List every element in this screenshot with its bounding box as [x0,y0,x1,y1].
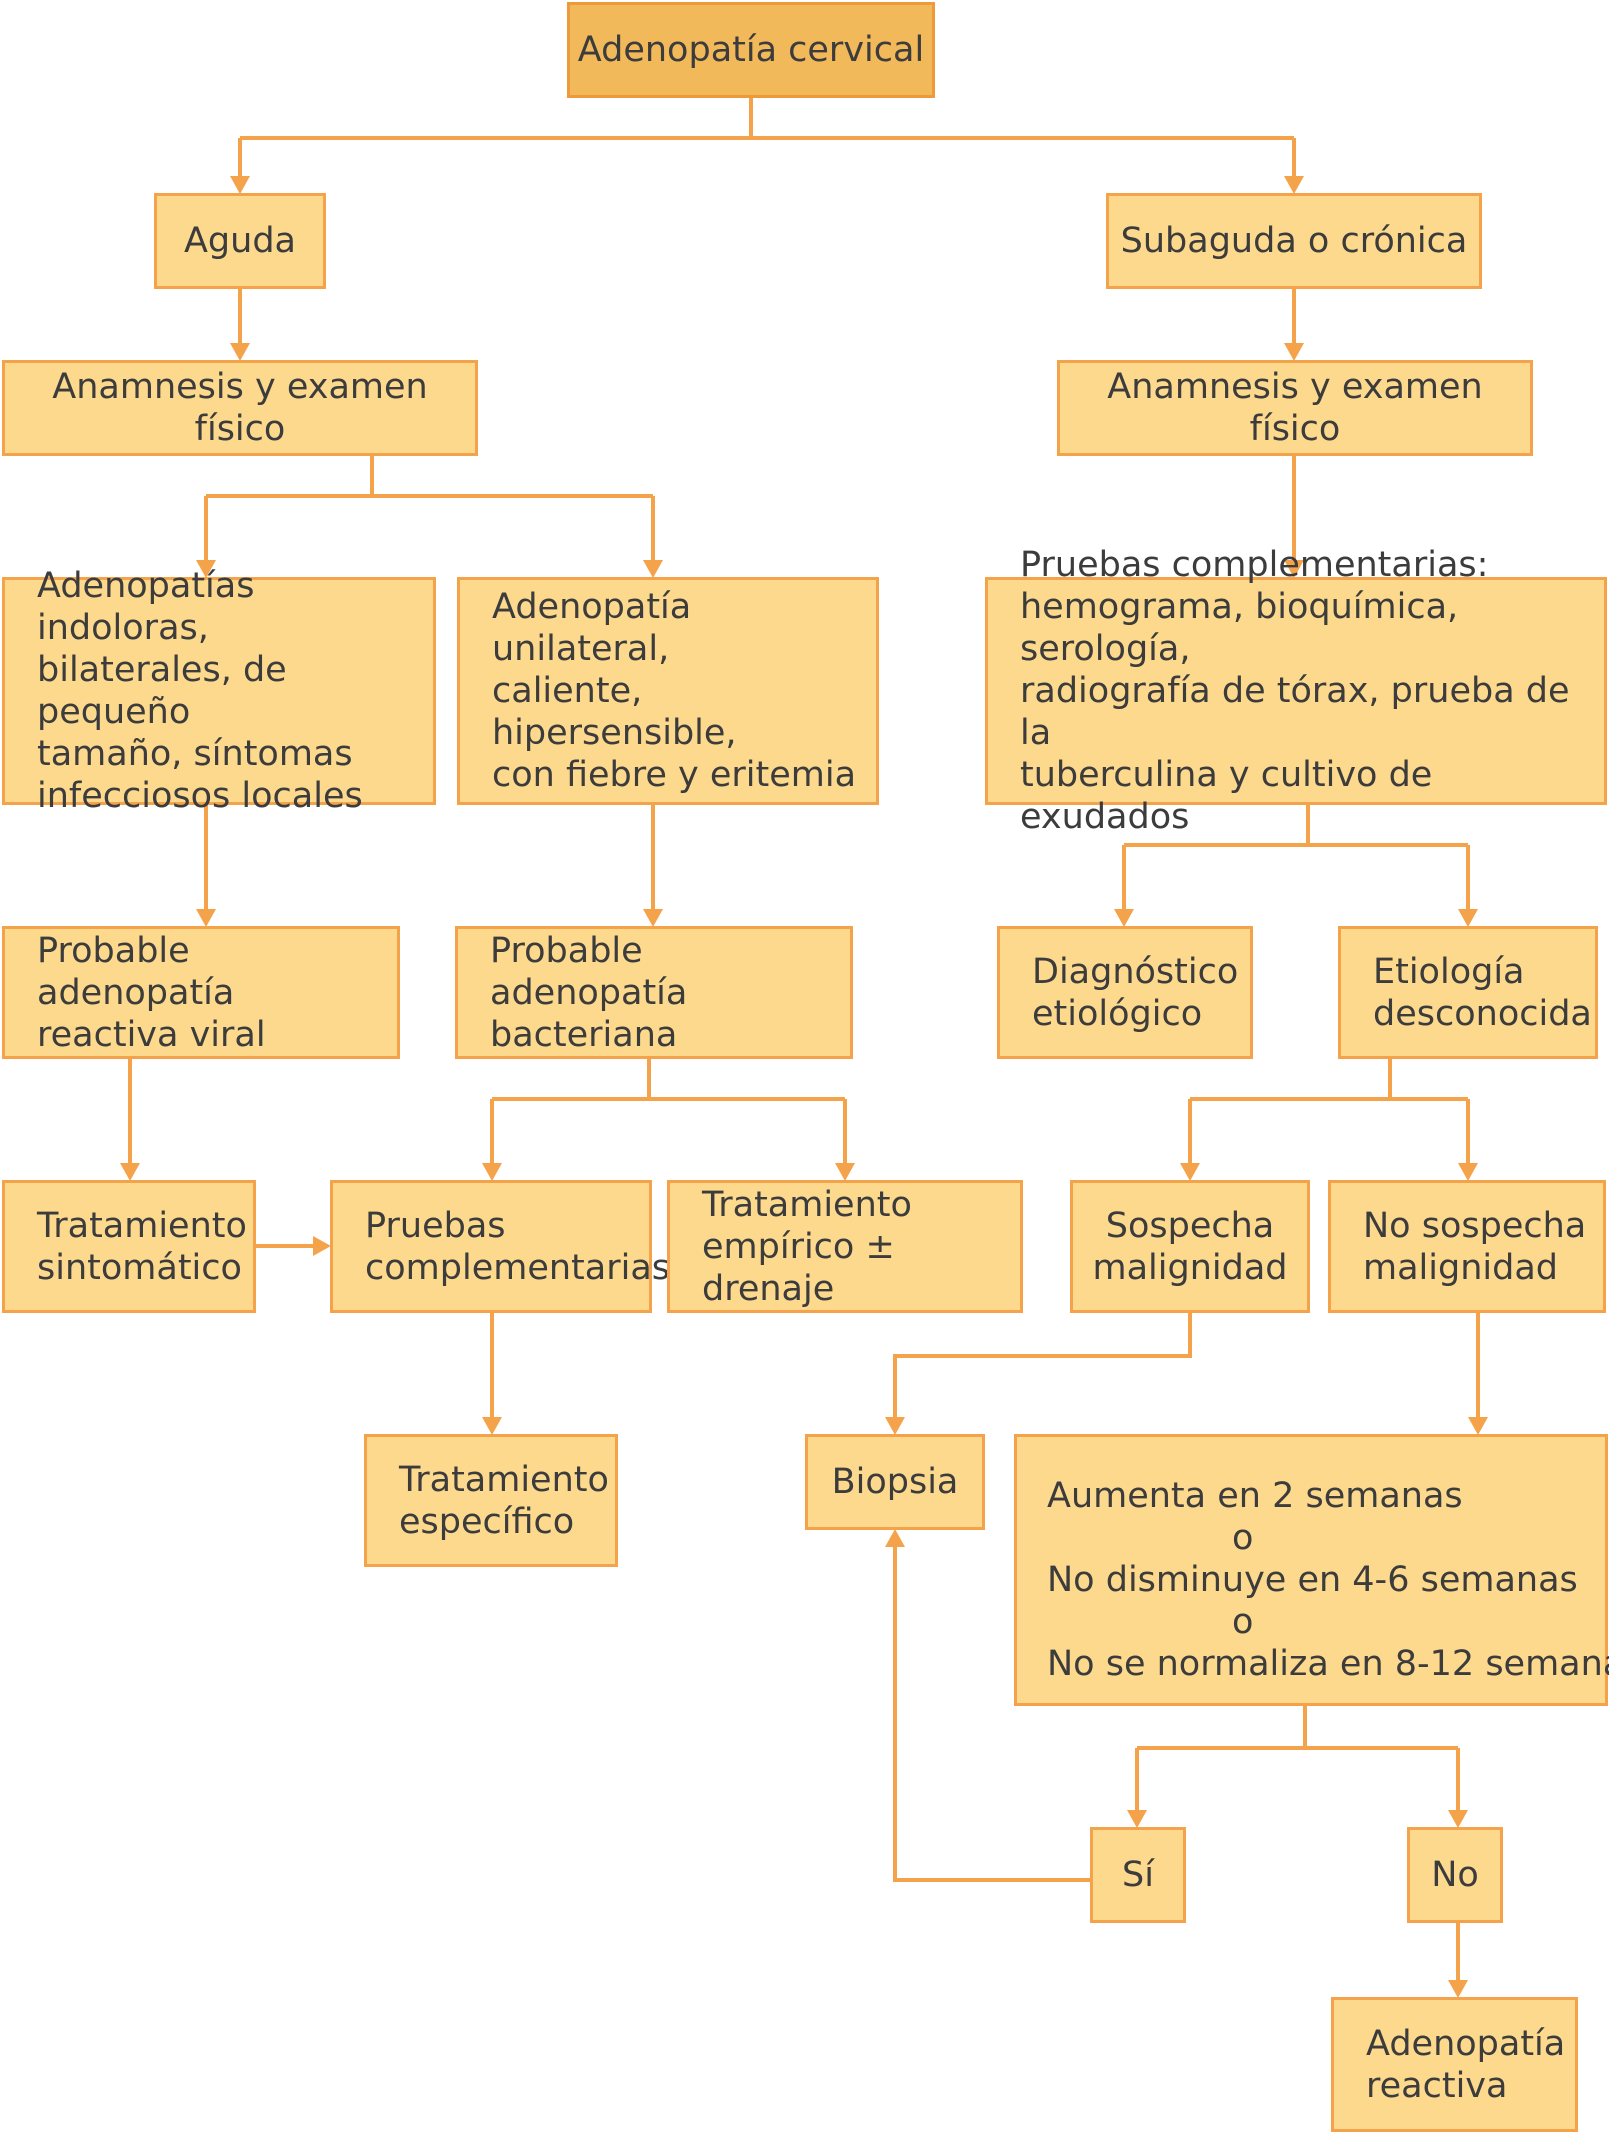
unilateral-node-node: Adenopatía unilateral, caliente, hiperse… [457,577,879,805]
arrowhead-symptomatic-to-tests [313,1236,331,1256]
arrowhead-to-subacute [1284,176,1304,194]
specific-treatment-node: Tratamiento específico [364,1434,618,1567]
arrowhead-to-no [1448,1810,1468,1828]
arrowhead-yes-to-biopsy [885,1529,905,1547]
complementary-tests-left-node: Pruebas complementarias [330,1180,670,1313]
arrowhead-to-not-suspected [1458,1163,1478,1181]
arrowhead-history-right-to-tests [1284,560,1304,578]
criteria-line-2: No disminuye en 4-6 semanas [1047,1560,1578,1600]
biopsy-node: Biopsia [805,1434,985,1530]
arrowhead-acute-to-history [230,343,250,361]
arrowhead-painless-to-viral [196,909,216,927]
acute-node: Aguda [154,193,326,289]
complementary-tests-right-node: Pruebas complementarias: hemograma, bioq… [985,545,1607,837]
root-node: Adenopatía cervical [567,2,935,98]
etiologic-diagnosis-node: Diagnóstico etiológico [997,926,1253,1059]
arrowhead-subacute-to-history [1284,343,1304,361]
criteria-or-2: o [1232,1602,1254,1642]
criteria-line-1: Aumenta en 2 semanas [1047,1476,1463,1516]
no-node: No [1407,1827,1503,1923]
arrowhead-not-suspected-to-criteria [1468,1417,1488,1435]
criteria-line-3: No se normaliza en 8-12 semanas [1047,1644,1609,1684]
arrowhead-to-acute [230,176,250,194]
arrowhead-to-diagnosis [1114,909,1134,927]
reactive-node-node: Adenopatía reactiva [1331,1997,1578,2132]
arrowhead-tests-to-specific [482,1417,502,1435]
history-exam-right-node: Anamnesis y examen físico [1057,360,1533,456]
yes-node: Sí [1090,1827,1186,1923]
arrowhead-to-yes [1127,1810,1147,1828]
criteria-or-1: o [1232,1518,1254,1558]
connector-yes-to-biopsy [893,1543,1090,1882]
evolution-criteria-node: Aumenta en 2 semanas o No disminuye en 4… [1014,1434,1609,1706]
connector-suspected-to-biopsy [893,1313,1192,1421]
arrowhead-viral-to-symptomatic [120,1163,140,1181]
malignancy-suspected-node: Sospecha malignidad [1070,1180,1310,1313]
arrowhead-unilateral-to-bacterial [643,909,663,927]
arrowhead-to-suspected [1180,1163,1200,1181]
history-exam-left-node: Anamnesis y examen físico [2,360,478,456]
painless-nodes-node: Adenopatías indoloras, bilaterales, de p… [2,566,436,816]
subacute-chronic-node: Subaguda o crónica [1106,193,1482,289]
arrowhead-to-unilateral [643,560,663,578]
bacterial-node: Probable adenopatía bacteriana [455,926,853,1059]
arrowhead-to-empirical [835,1163,855,1181]
arrowhead-no-to-reactive [1448,1980,1468,1998]
arrowhead-to-tests-left [482,1163,502,1181]
arrowhead-to-unknown [1458,909,1478,927]
arrowhead-to-painless [196,560,216,578]
symptomatic-treatment-node: Tratamiento sintomático [2,1180,256,1313]
viral-reactive-node: Probable adenopatía reactiva viral [2,926,400,1059]
malignancy-not-suspected-node: No sospecha malignidad [1328,1180,1606,1313]
arrowhead-suspected-to-biopsy [885,1417,905,1435]
empirical-treatment-node: Tratamiento empírico ± drenaje [667,1180,1023,1313]
unknown-etiology-node: Etiología desconocida [1338,926,1598,1059]
